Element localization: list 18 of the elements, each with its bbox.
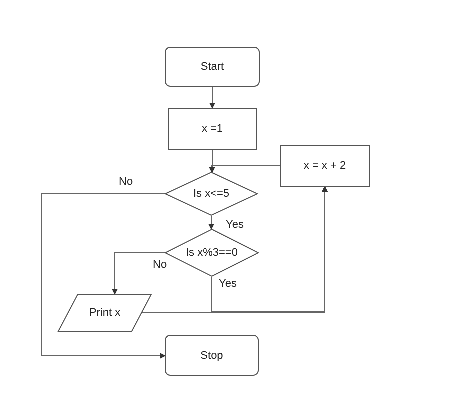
arrow <box>142 186 328 314</box>
arrow <box>210 150 216 173</box>
node-text: Start <box>200 61 224 73</box>
edge-label: No <box>118 176 134 188</box>
node-text: Is x%3==0 <box>186 247 238 259</box>
edge-label: No <box>152 259 168 271</box>
arrow <box>42 194 166 359</box>
arrow <box>112 252 166 295</box>
edge-label: Yes <box>225 219 245 231</box>
arrow <box>209 166 280 173</box>
node-text: x =1 <box>202 123 224 135</box>
node-text: Stop <box>200 350 224 362</box>
node-text: Print x <box>89 307 121 319</box>
arrow <box>208 216 214 230</box>
node-text: x = x + 2 <box>304 160 346 172</box>
arrow <box>210 86 216 109</box>
node-text: Is x<=5 <box>193 188 230 200</box>
edge-label: Yes <box>218 278 238 290</box>
